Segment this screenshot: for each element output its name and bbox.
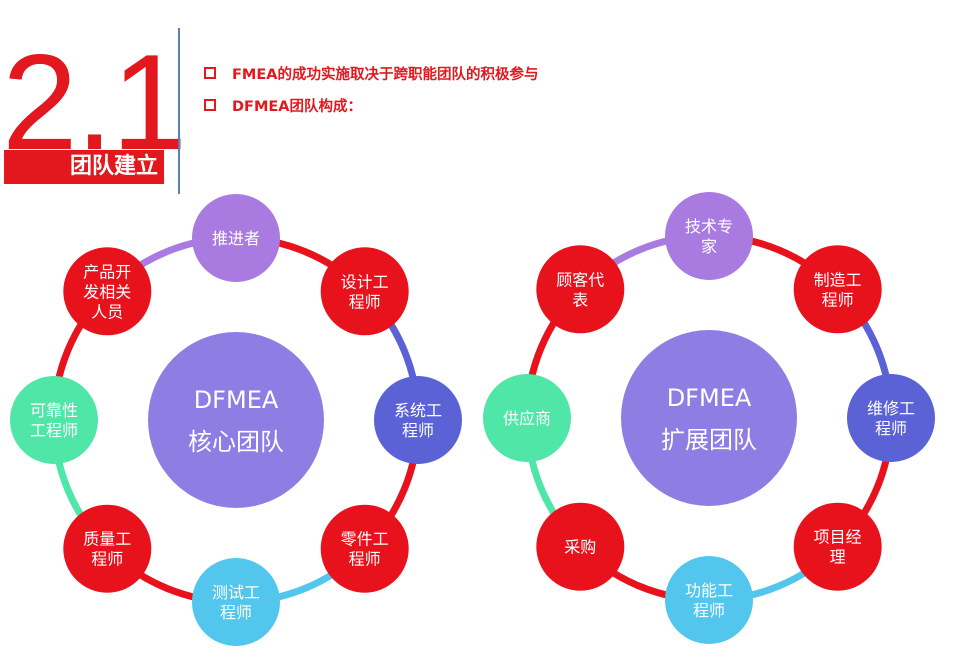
member-circle — [320, 504, 409, 593]
member-label: 表 — [572, 290, 588, 309]
center-label-line1: DFMEA — [667, 384, 752, 412]
member-circle — [665, 556, 753, 644]
member-circle — [536, 245, 625, 334]
header-divider — [178, 28, 180, 194]
member-label: 程师 — [91, 550, 123, 569]
member-label: 程师 — [349, 550, 381, 569]
member-label: 工程师 — [30, 421, 78, 440]
team-member-node: 推进者 — [192, 194, 280, 282]
square-bullet-icon — [204, 67, 216, 79]
member-circle — [847, 374, 935, 462]
member-circle — [192, 194, 280, 282]
member-label: 产品开 — [83, 262, 131, 281]
member-label: 人员 — [91, 302, 123, 321]
section-title: 团队建立 — [69, 154, 158, 179]
section-title-bar: 团队建立 — [4, 150, 164, 184]
member-label: 功能工 — [685, 581, 733, 600]
member-label: 程师 — [349, 292, 381, 311]
member-label: 顾客代 — [556, 270, 604, 289]
member-label: 制造工 — [814, 270, 862, 289]
member-label: 可靠性 — [30, 401, 78, 420]
member-circle — [793, 245, 882, 334]
bullet-text: DFMEA团队构成： — [232, 98, 362, 115]
member-circle — [320, 247, 409, 336]
member-label: 发相关 — [83, 282, 131, 301]
member-circle — [63, 247, 152, 336]
member-label: 零件工 — [341, 530, 389, 549]
team-member-node: 采购 — [536, 502, 625, 591]
member-label: 维修工 — [867, 399, 915, 418]
section-number: 2.1 — [2, 26, 187, 178]
member-label: 程师 — [875, 419, 907, 438]
member-circle — [536, 502, 625, 591]
member-label: 程师 — [220, 603, 252, 622]
member-label: 系统工 — [394, 401, 442, 420]
team-member-node: 供应商 — [483, 374, 571, 462]
center-label-line2: 扩展团队 — [661, 426, 757, 454]
member-label: 程师 — [822, 290, 854, 309]
member-label: 理 — [830, 548, 846, 567]
member-label: 质量工 — [83, 530, 131, 549]
member-label: 程师 — [693, 601, 725, 620]
member-circle — [793, 502, 882, 591]
member-circle — [63, 504, 152, 593]
center-circle — [148, 332, 324, 508]
member-label: 家 — [701, 237, 717, 256]
member-label: 供应商 — [503, 409, 551, 428]
member-label: 技术专 — [685, 217, 733, 236]
center-label-line1: DFMEA — [194, 386, 279, 414]
member-label: 项目经 — [814, 528, 862, 547]
square-bullet-icon — [204, 99, 216, 111]
member-label: 设计工 — [341, 272, 389, 291]
member-circle — [192, 558, 280, 646]
bullet-list: FMEA的成功实施取决于跨职能团队的积极参与 DFMEA团队构成： — [204, 62, 538, 126]
center-circle — [621, 330, 797, 506]
member-label: 程师 — [402, 421, 434, 440]
member-label: 采购 — [564, 538, 596, 557]
member-circle — [665, 192, 753, 280]
member-label: 测试工 — [212, 583, 260, 602]
member-label: 推进者 — [212, 229, 260, 248]
center-label-line2: 核心团队 — [188, 428, 284, 456]
bullet-text: FMEA的成功实施取决于跨职能团队的积极参与 — [232, 66, 539, 83]
member-circle — [10, 376, 98, 464]
bullet-item: DFMEA团队构成： — [204, 94, 538, 116]
team-diagram: DFMEA核心团队推进者设计工程师系统工程师零件工程师测试工程师质量工程师可靠性… — [10, 194, 462, 646]
member-circle — [483, 374, 571, 462]
member-circle — [374, 376, 462, 464]
team-diagram: DFMEA扩展团队技术专家制造工程师维修工程师项目经理功能工程师采购供应商顾客代… — [483, 192, 935, 644]
bullet-item: FMEA的成功实施取决于跨职能团队的积极参与 — [204, 62, 538, 84]
